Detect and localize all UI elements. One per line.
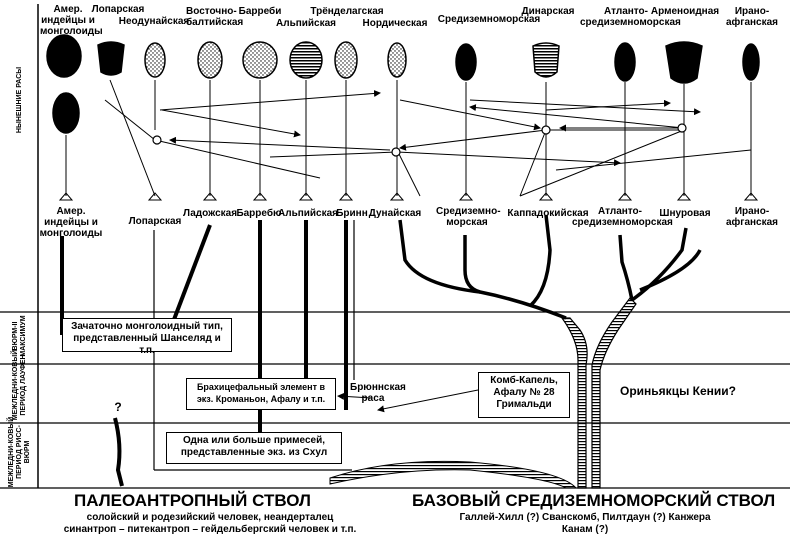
box-arrows bbox=[337, 389, 479, 413]
label-top-atlanto: Атланто-средиземноморская bbox=[580, 6, 681, 28]
label-kenya-aurignacians: Ориньякцы Кении? bbox=[620, 384, 736, 398]
label-top-borreby: Барреби bbox=[238, 6, 282, 17]
label-top-eastbaltic: Восточно-балтийская bbox=[186, 6, 244, 28]
box-brachycephalic: Брахицефальный элемент в экз. Кроманьон,… bbox=[186, 378, 336, 410]
skull-alpine bbox=[289, 41, 323, 79]
label-anc-ladoga: Ладожская bbox=[182, 208, 238, 219]
label-anc-borreby: Барребю bbox=[236, 208, 282, 219]
paleoanthropic-stem-title: ПАЛЕОАНТРОПНЫЙ СТВОЛ bbox=[74, 491, 311, 510]
laufen-period-label: МЕЖЛЕДНИ-КОВЫЙ ПЕРИОД ЛАУФЕН bbox=[12, 349, 27, 421]
label-anc-danube: Дунайская bbox=[368, 208, 422, 219]
skull-eastbaltic bbox=[197, 41, 223, 79]
skull-trondelag bbox=[334, 41, 358, 79]
thin-connectors bbox=[65, 79, 752, 197]
label-brunn-race: Брюннская раса bbox=[350, 382, 406, 404]
ancestral-markers bbox=[58, 192, 759, 201]
skull-amer-2 bbox=[52, 92, 80, 134]
base-mediterranean-stem-title: БАЗОВЫЙ СРЕДИЗЕМНОМОРСКИЙ СТВОЛ bbox=[412, 491, 776, 510]
paleoanthropic-stem-line2: синантроп – питекантроп – гейдельбергски… bbox=[63, 524, 357, 535]
skull-atlanto bbox=[614, 42, 636, 82]
label-top-nordic: Нордическая bbox=[362, 18, 428, 29]
label-top-armenoid: Арменоидная bbox=[650, 6, 720, 17]
label-top-lapp: Лопарская bbox=[91, 4, 145, 15]
label-anc-corded: Шнуровая bbox=[659, 208, 711, 219]
skull-armenoid bbox=[665, 41, 703, 84]
label-question: ? bbox=[114, 400, 122, 414]
paleoanthropic-stem-line1: солойский и родезийский человек, неандер… bbox=[86, 512, 334, 523]
base-mediterranean-stem-line2: Канам (?) bbox=[561, 524, 609, 535]
junction-circles bbox=[152, 123, 687, 157]
skull-amer-1 bbox=[46, 34, 82, 78]
mixture-arrows bbox=[104, 89, 752, 197]
skull-nordic bbox=[387, 42, 407, 78]
label-top-amer: Амер. индейцы и монголоиды bbox=[40, 4, 103, 37]
label-top-neodanube: Неодунайская bbox=[118, 16, 190, 27]
label-anc-mediterranean: Средиземно-морская bbox=[436, 206, 501, 228]
tree-branches bbox=[398, 214, 702, 320]
label-top-trondelag: Трёнделагская bbox=[310, 6, 384, 17]
skull-neodanube bbox=[144, 42, 166, 78]
label-anc-cappadocian: Каппадокийская bbox=[507, 208, 589, 219]
label-top-alpine: Альпийская bbox=[276, 18, 337, 29]
label-anc-lapp: Лопарская bbox=[128, 216, 182, 227]
skull-borreby bbox=[242, 41, 278, 79]
label-anc-alpine: Альпийская bbox=[278, 208, 339, 219]
label-top-dinaric: Динарская bbox=[521, 6, 575, 17]
riss-period-label: МЕЖЛЕДНИ-КОВЫЙ ПЕРИОД РИСС-ВЮРМ bbox=[8, 416, 31, 488]
box-combe-capelle: Комб-Капель, Афалу № 28 Гримальди bbox=[478, 372, 570, 418]
mediterranean-tree bbox=[329, 297, 637, 489]
box-skhul: Одна или больше примесей, представленные… bbox=[166, 432, 342, 464]
box-chancelade: Зачаточно монголоидный тип, представленн… bbox=[62, 318, 232, 356]
skull-iranoafghan bbox=[742, 43, 760, 81]
label-top-mediterranean: Средиземноморская bbox=[437, 14, 541, 25]
label-anc-iranoafghan: Ирано-афганская bbox=[725, 206, 779, 228]
period-lines bbox=[0, 311, 790, 489]
base-mediterranean-stem-line1: Галлей-Хилл (?) Сванскомб, Пилтдаун (?) … bbox=[459, 512, 711, 523]
skull-shapes bbox=[46, 34, 760, 134]
label-top-iranoafghan: Ирано-афганская bbox=[725, 6, 779, 28]
label-anc-amer: Амер. индейцы и монголоиды bbox=[39, 206, 103, 239]
skull-lapp bbox=[97, 41, 125, 76]
present-races-side-label: НЫНЕШНИЕ РАСЫ bbox=[16, 66, 23, 134]
label-anc-atlanto: Атланто-средиземноморская bbox=[572, 206, 673, 228]
label-anc-brunn: Бринн bbox=[336, 208, 368, 219]
skull-dinaric bbox=[532, 42, 560, 78]
skull-mediterranean bbox=[455, 43, 477, 81]
